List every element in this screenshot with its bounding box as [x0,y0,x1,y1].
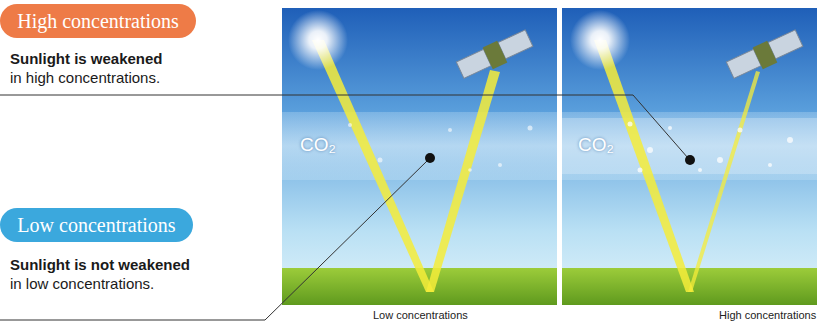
co2-label: CO₂ [578,134,614,156]
pill-text: Low concentrations [17,214,175,237]
statement-bold: Sunlight is not weakened [10,256,190,273]
statement-bold: Sunlight is weakened [10,50,163,67]
high-panel [562,8,817,305]
statement-text: in high concentrations. [10,69,160,86]
low-panel [282,8,557,305]
leader-dot [425,153,435,163]
caption: High concentrations [719,309,816,321]
statement-text: in low concentrations. [10,275,154,292]
leader-line [0,160,428,320]
pill-text: High concentrations [17,10,179,33]
leader-line [0,95,688,158]
caption: Low concentrations [373,309,468,321]
co2-label: CO₂ [300,134,336,156]
blue-pill: Low concentrations [0,208,193,242]
orange-pill: High concentrations [0,4,196,38]
leader-dot [685,155,695,165]
